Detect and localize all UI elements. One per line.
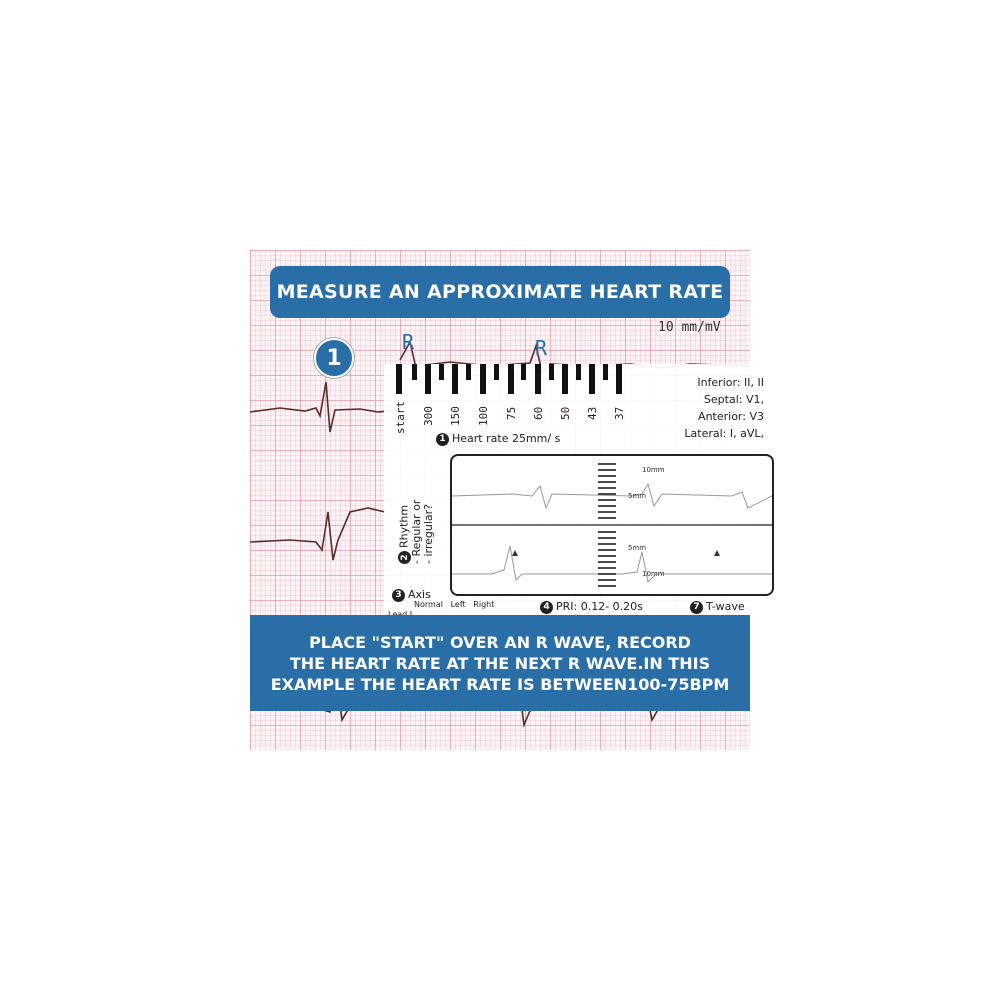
pri-number-badge: 4 [540, 600, 553, 614]
axis-lead: Lead I [388, 610, 412, 619]
instruction-line-2: THE HEART RATE AT THE NEXT R WAVE.IN THI… [289, 653, 711, 673]
rhythm-label: Rhythm [397, 504, 411, 548]
ruler-rate-label: 43 [586, 406, 599, 420]
ecg-illustration: MEASURE AN APPROXIMATE HEART RATE 1 R R … [249, 250, 774, 750]
scale-label-top-5mm: 5mm [628, 492, 647, 500]
rhythm-option-irregular: - irregular? [422, 503, 435, 564]
ecg-window: 10mm 5mm 5mm 10mm [450, 454, 774, 596]
ruler-bar [616, 364, 622, 394]
lead-anterior: Anterior: V3 [698, 410, 764, 423]
ruler-bar [535, 364, 541, 394]
ruler-bar [412, 364, 417, 380]
lead-inferior: Inferior: II, II [697, 376, 764, 389]
ruler-rate-label: 75 [505, 406, 518, 420]
axis-number-badge: 3 [392, 588, 405, 602]
ruler-bar [439, 364, 444, 380]
ruler-rate-label: 300 [422, 406, 435, 426]
instruction-line-3: EXAMPLE THE HEART RATE IS BETWEEN100-75B… [270, 674, 730, 694]
ruler-rate-label: 60 [532, 406, 545, 420]
ruler-bar [480, 364, 486, 394]
scale-label-bottom-10mm: 10mm [642, 570, 665, 578]
axis-label: Axis [408, 588, 431, 601]
instruction-line-1: PLACE "START" OVER AN R WAVE, RECORD [309, 632, 691, 652]
ruler-bar [466, 364, 471, 380]
rhythm-section: 2Rhythm - Regular or - irregular? [398, 500, 435, 564]
ruler-rate-label: 50 [559, 406, 572, 420]
ruler-bar [576, 364, 581, 380]
title-banner: MEASURE AN APPROXIMATE HEART RATE [270, 266, 730, 318]
axis-normal: Normal [414, 600, 443, 609]
r-wave-label-first: R [402, 330, 415, 354]
ruler-bar [494, 364, 499, 380]
ruler-bar [452, 364, 458, 394]
step-number-badge: 1 [314, 338, 354, 378]
title-text: MEASURE AN APPROXIMATE HEART RATE [276, 281, 724, 303]
ruler-bar [508, 364, 514, 394]
ruler-bar [521, 364, 526, 380]
pri-label: PRI: 0.12- 0.20s [556, 600, 643, 613]
axis-options: Normal Left Right [414, 600, 494, 609]
ruler-bar [425, 364, 431, 394]
lead-septal: Septal: V1, [703, 393, 764, 406]
twave-number-badge: 7 [690, 600, 703, 614]
scale-label-bottom-5mm: 5mm [628, 544, 647, 552]
ruler-rate-label: 37 [613, 406, 626, 420]
ruler-start-label: start [394, 400, 407, 434]
instruction-banner: PLACE "START" OVER AN R WAVE, RECORD THE… [250, 615, 750, 711]
scale-label-top-10mm: 10mm [642, 466, 665, 474]
heart-rate-label: Heart rate 25mm/ s [452, 432, 561, 445]
axis-right: Right [473, 600, 495, 609]
ecg-window-trace [451, 463, 773, 587]
r-wave-label-second: R [535, 336, 548, 360]
ruler-bar [589, 364, 595, 394]
ruler-rate-label: 150 [449, 406, 462, 426]
ruler-bar [396, 364, 402, 394]
ruler-rate-label: 100 [477, 406, 490, 426]
axis-left: Left [450, 600, 466, 609]
lead-lateral: Lateral: I, aVL, [684, 427, 764, 440]
ruler-bar [603, 364, 608, 380]
gain-label: 10 mm/mV [658, 320, 721, 335]
ruler-bar [549, 364, 554, 380]
ruler-bar [562, 364, 568, 394]
heart-rate-number-badge: 1 [436, 432, 449, 446]
lead-groups: Inferior: II, II Septal: V1, Anterior: V… [684, 374, 764, 442]
twave-label: T-wave [706, 600, 745, 613]
